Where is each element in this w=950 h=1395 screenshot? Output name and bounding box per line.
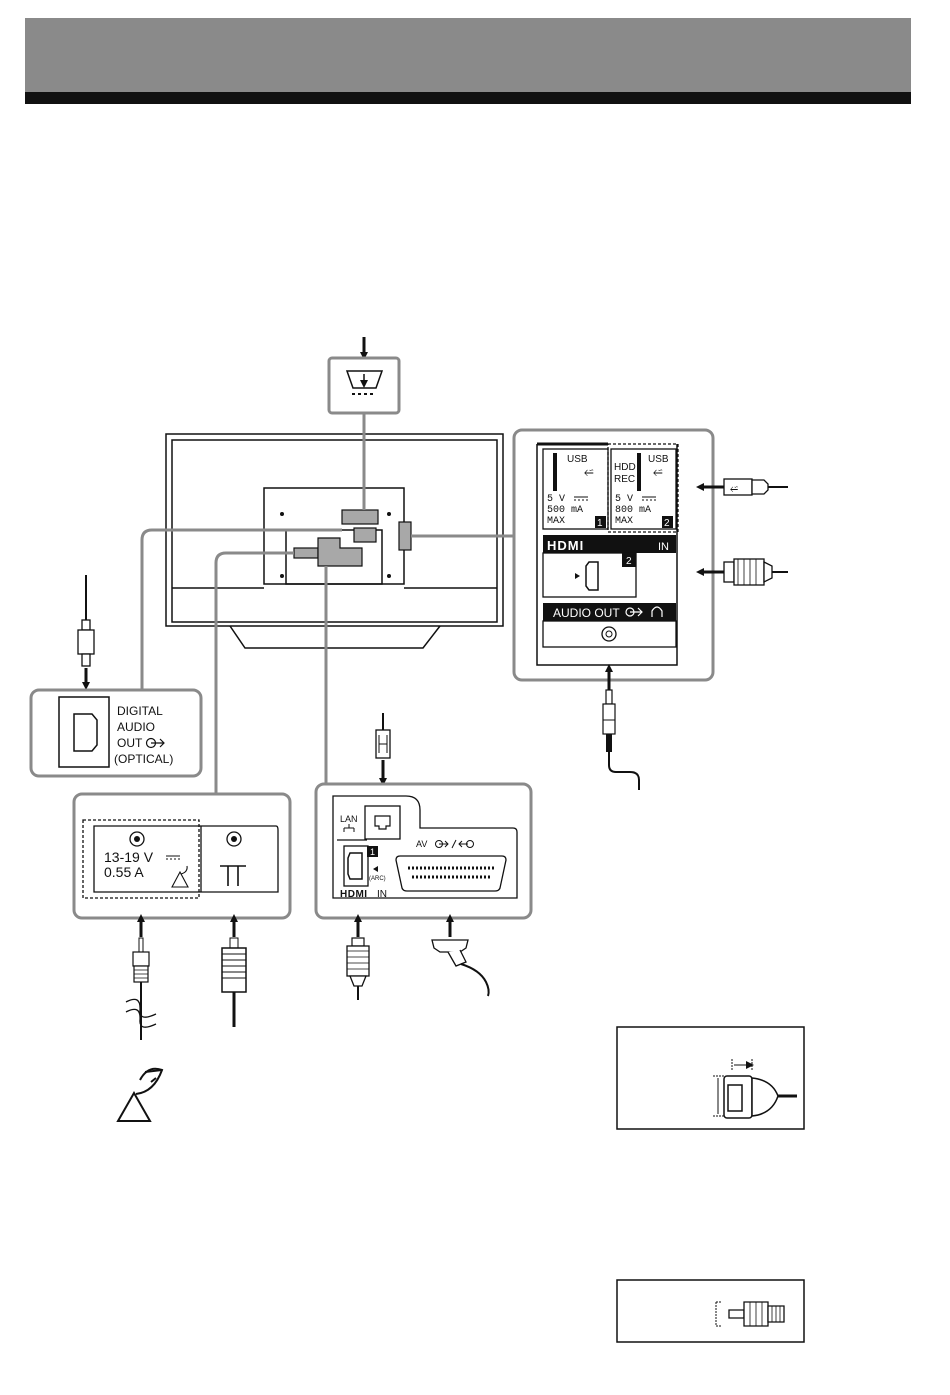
- usb2-hdd-1: HDD: [614, 462, 636, 473]
- aerial-cable: [222, 938, 246, 1027]
- av-label: AV: [416, 839, 427, 849]
- top-connector-box: [329, 337, 399, 413]
- hdmi2-logo: HDMI: [547, 538, 584, 553]
- usb2-hdd-2: REC: [614, 474, 635, 485]
- usb-icon: ⭁: [653, 465, 663, 479]
- hdmi2-number: 2: [626, 556, 632, 567]
- f-connector-dimension-box: [617, 1280, 804, 1342]
- screw-hole: [280, 512, 284, 516]
- usb1-current: 500 mA: [547, 505, 583, 516]
- optical-label-3: OUT: [117, 736, 143, 750]
- hdmi2-in: IN: [658, 541, 669, 553]
- sat-voltage: 13-19 V: [104, 849, 154, 865]
- satellite-aerial-panel: 13-19 V 0.55 A: [74, 794, 290, 918]
- usb2-title: USB: [648, 454, 669, 465]
- tv-terminal-highlights: [294, 510, 411, 566]
- lan-label: LAN: [340, 814, 358, 824]
- usb2-max: MAX: [615, 516, 633, 527]
- usb2-number: 2: [664, 518, 670, 529]
- scart-port: [396, 856, 506, 891]
- sat-current: 0.55 A: [104, 864, 144, 880]
- side-panel: USB ⭁ 5 V 500 mA MAX 1 HDD REC USB ⭁ 5 V…: [514, 430, 713, 680]
- audio-jack-icon: [602, 627, 616, 641]
- screw-hole: [280, 574, 284, 578]
- hdmi1-number: 1: [370, 847, 375, 857]
- usb2-voltage: 5 V: [615, 494, 633, 505]
- audio-out-label: AUDIO OUT: [553, 606, 620, 620]
- usb1-title: USB: [567, 454, 588, 465]
- usb1-number: 1: [597, 518, 603, 529]
- optical-panel: DIGITAL AUDIO OUT (OPTICAL): [31, 690, 201, 776]
- usb1-voltage: 5 V: [547, 494, 565, 505]
- usb-icon: ⭁: [584, 465, 594, 479]
- hdmi-plug-dimension-box: [617, 1027, 804, 1129]
- headphone-cable: [603, 668, 639, 790]
- optical-label-1: DIGITAL: [117, 704, 163, 718]
- satellite-dish: [118, 1069, 162, 1121]
- hdmi1-in: IN: [377, 889, 387, 900]
- lan-cable: [376, 713, 390, 782]
- optical-label-2: AUDIO: [117, 720, 155, 734]
- lan-port: [365, 806, 400, 839]
- hdmi1-logo: HDMI: [340, 889, 368, 900]
- usb1-max: MAX: [547, 516, 565, 527]
- satellite-cable: [126, 938, 156, 1040]
- optical-label-4: (OPTICAL): [114, 752, 173, 766]
- optical-cable: [78, 575, 94, 686]
- svg-text:⭁: ⭁: [730, 484, 738, 495]
- screw-hole: [387, 574, 391, 578]
- scart-cable: [432, 940, 489, 996]
- hdmi-cable: [347, 938, 369, 1000]
- rear-panel: LAN 1 (ARC) HDMI IN AV: [316, 784, 531, 918]
- screw-hole: [387, 512, 391, 516]
- arc-label: (ARC): [369, 876, 386, 882]
- usb2-current: 800 mA: [615, 505, 651, 516]
